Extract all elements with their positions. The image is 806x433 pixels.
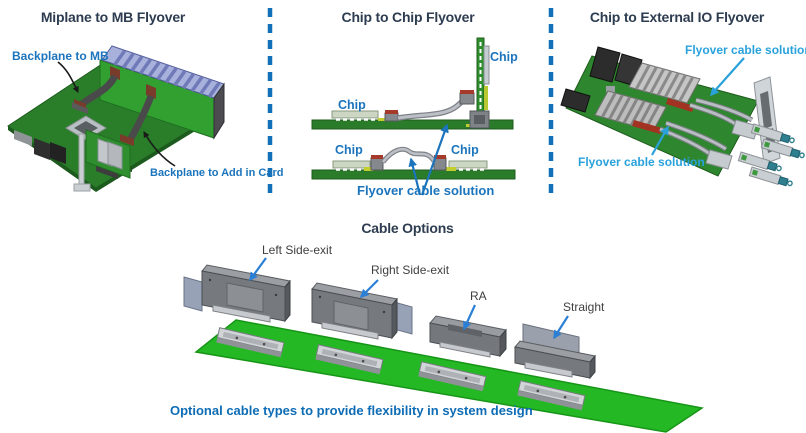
section-title-cable-options: Cable Options xyxy=(361,220,454,236)
label-flyover-cable-solution-top: Flyover cable solution xyxy=(685,43,806,57)
board-socket-2 xyxy=(315,344,384,375)
board-socket-4 xyxy=(517,380,586,411)
cable-options-caption: Optional cable types to provide flexibil… xyxy=(170,403,533,418)
board-socket-1 xyxy=(216,327,285,358)
arrow-ra xyxy=(463,304,476,331)
card-connector-upper xyxy=(666,98,694,112)
label-backplane-to-add-in-card: Backplane to Add in Card xyxy=(150,167,284,179)
heatsink-upper xyxy=(628,62,701,104)
module-left-side-exit xyxy=(183,264,291,323)
cable-options-illustration xyxy=(183,257,704,433)
arrow-straight xyxy=(553,315,569,340)
panel-title-chip-to-chip: Chip to Chip Flyover xyxy=(341,9,475,25)
label-chip-bottom-right: Chip xyxy=(451,143,479,157)
top-board xyxy=(311,37,514,130)
board-socket-3 xyxy=(418,361,487,392)
cable-backplane-to-add-in-card xyxy=(120,84,156,146)
flyover-cables xyxy=(659,97,759,170)
arrow-flyover-top xyxy=(710,57,745,97)
board-edge-connectors xyxy=(14,130,66,164)
card-rear-connectors xyxy=(560,46,643,113)
add-in-card xyxy=(73,129,131,192)
arrow-flyover-top-cable xyxy=(420,123,449,196)
arrow-left-side-exit xyxy=(249,257,267,282)
leader-backplane-to-mb xyxy=(57,61,79,93)
arrow-right-side-exit xyxy=(359,279,379,299)
label-backplane-to-mb: Backplane to MB xyxy=(12,49,109,63)
chip-to-external-io-illustration xyxy=(560,46,805,187)
backplane-cage xyxy=(99,45,225,140)
arrow-flyover-bottom-cable xyxy=(408,157,422,196)
external-cable-connectors xyxy=(737,123,805,187)
card-connector-lower xyxy=(632,120,662,134)
module-straight xyxy=(514,323,596,380)
cage-fins xyxy=(113,49,221,98)
label-flyover-cable-solution-bottom: Flyover cable solution xyxy=(578,155,705,169)
label-chip-bottom-left: Chip xyxy=(335,143,363,157)
arrow-flyover-bottom xyxy=(651,125,669,156)
label-straight: Straight xyxy=(563,300,605,314)
label-chip-top-right: Chip xyxy=(490,50,518,64)
chip-to-chip-illustration xyxy=(311,37,516,196)
cable-backplane-to-mb xyxy=(72,66,120,114)
label-flyover-cable-solution-mid: Flyover cable solution xyxy=(357,183,495,198)
vertical-chip-board xyxy=(466,37,490,129)
panel-title-midplane: Miplane to MB Flyover xyxy=(40,9,186,25)
leader-backplane-to-aic xyxy=(143,131,176,167)
label-left-side-exit: Left Side-exit xyxy=(262,243,333,257)
label-right-side-exit: Right Side-exit xyxy=(371,263,450,277)
panel-title-chip-to-external-io: Chip to External IO Flyover xyxy=(589,9,765,25)
bottom-board xyxy=(311,146,516,180)
label-chip-top-left: Chip xyxy=(338,98,366,112)
midplane-illustration xyxy=(7,45,225,192)
module-right-side-exit xyxy=(311,282,413,340)
label-ra: RA xyxy=(470,289,487,303)
